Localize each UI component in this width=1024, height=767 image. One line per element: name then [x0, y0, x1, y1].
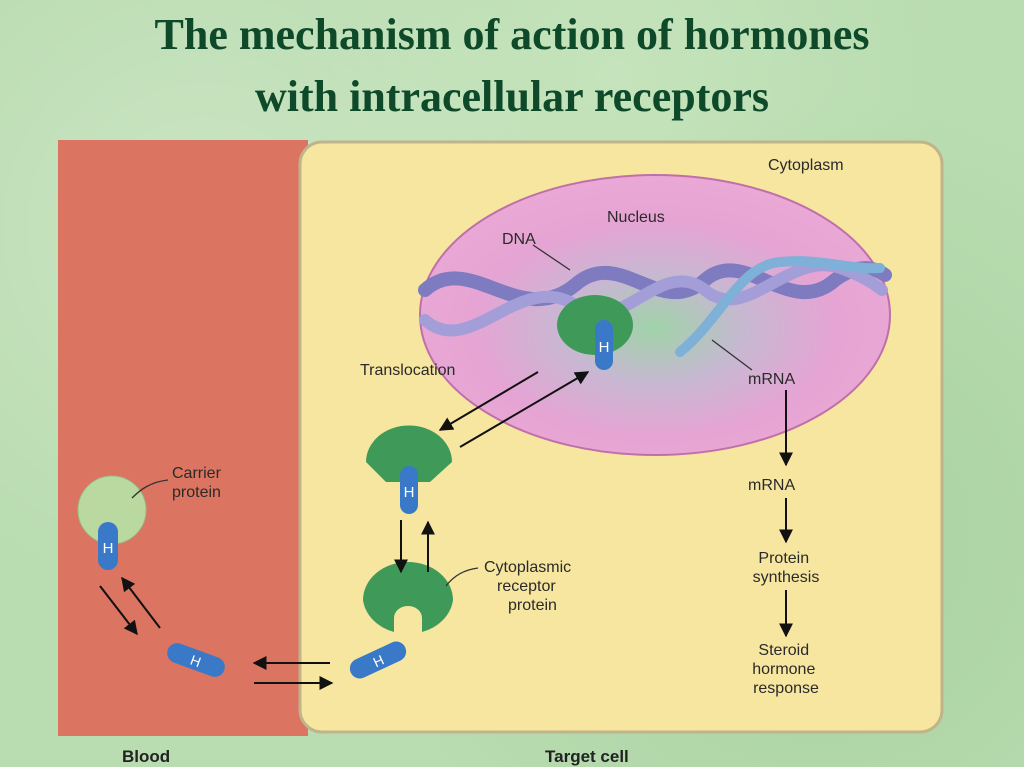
free-hormone-cell: H	[349, 641, 407, 679]
nuclear-hormone-label: H	[599, 339, 610, 356]
nuclear-receptor-complex: H	[557, 295, 633, 370]
dna-leader	[532, 244, 571, 271]
carrier-protein-line-2: protein	[172, 484, 221, 501]
dna-label: DNA	[502, 231, 536, 248]
cytoplasmic-receptor-line-1: Cytoplasmic	[484, 559, 571, 576]
receptor-leader	[445, 567, 479, 587]
arrow-translocation-in	[459, 371, 590, 448]
nuclear-hormone	[595, 320, 613, 370]
nucleus	[419, 174, 891, 456]
mrna-leader	[711, 339, 753, 371]
steroid-response-line-1: Steroid	[758, 642, 809, 659]
steroid-response-line-2: hormone	[752, 661, 815, 678]
bound-hormone-label: H	[404, 484, 415, 501]
cytoplasmic-receptor-line-3: protein	[508, 597, 557, 614]
nuclear-receptor	[557, 295, 633, 355]
blood-region	[58, 140, 308, 736]
bound-hormone	[400, 466, 418, 514]
arrow-carrier-bind	[121, 576, 161, 629]
mrna-cytoplasm-label: mRNA	[748, 477, 795, 494]
steroid-response-label: Steroid hormone response	[752, 642, 820, 697]
carrier-protein-line-1: Carrier	[172, 465, 222, 482]
steroid-response-line-3: response	[753, 680, 819, 697]
nucleus-label: Nucleus	[607, 209, 665, 226]
translocation-label: Translocation	[360, 362, 455, 379]
cytoplasmic-receptor-label: Cytoplasmic receptor protein	[484, 559, 576, 614]
carrier-hormone	[98, 522, 118, 570]
title-line-2: with intracellular receptors	[254, 72, 770, 121]
cytoplasm-label: Cytoplasm	[768, 157, 844, 174]
carrier-leader	[131, 479, 169, 499]
blood-shading	[58, 140, 308, 736]
protein-synthesis-line-2: synthesis	[753, 569, 820, 586]
arrows	[99, 371, 793, 690]
cytoplasmic-receptor-line-2: receptor	[497, 578, 556, 595]
empty-receptor	[363, 562, 453, 632]
target-cell-label: Target cell	[545, 747, 629, 766]
slide-title: The mechanism of action of hormones with…	[0, 4, 1024, 128]
carrier-hormone-label: H	[103, 540, 114, 557]
free-hormone-blood: H	[167, 643, 225, 677]
protein-synthesis-line-1: Protein	[758, 550, 809, 567]
title-line-1: The mechanism of action of hormones	[154, 10, 870, 59]
leader-lines	[131, 244, 753, 587]
carrier-protein-label: Carrier protein	[172, 465, 225, 501]
dna-strands	[418, 256, 892, 357]
arrow-translocation-out	[438, 371, 539, 431]
protein-synthesis-label: Protein synthesis	[753, 550, 820, 586]
mrna-nucleus-label: mRNA	[748, 371, 795, 388]
carrier-protein-complex: H	[77, 475, 147, 570]
blood-label: Blood	[122, 747, 170, 766]
bound-receptor-complex: H	[366, 425, 452, 514]
bound-receptor	[366, 425, 452, 482]
arrow-carrier-release	[99, 585, 138, 636]
